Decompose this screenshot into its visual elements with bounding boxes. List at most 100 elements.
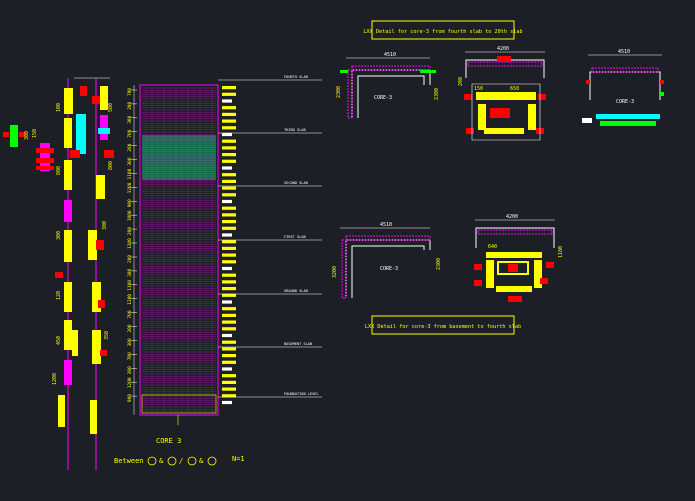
column-tick-label: 700	[127, 88, 133, 96]
dim-label: 450	[56, 336, 62, 345]
level-label: GROUND SLAB	[284, 289, 308, 293]
legend-n: N=1	[232, 455, 245, 463]
column-tick-label: 700	[127, 129, 133, 137]
rebar-marker	[222, 106, 236, 110]
section-bottom-2: 4200 640 1180	[474, 214, 564, 302]
rebar-marker	[222, 126, 236, 130]
column-tick-label: 300	[127, 115, 133, 123]
column-tick-label: 200	[127, 255, 133, 263]
level-label: FIRST SLAB	[284, 235, 306, 239]
rebar-marker	[222, 99, 232, 103]
dim-label: 350	[104, 331, 110, 340]
hatch-lines	[142, 87, 216, 413]
level-label: SECOND SLAB	[284, 181, 308, 185]
dim-label: 300	[102, 221, 108, 230]
rebar-marker	[222, 92, 236, 96]
rebar-marker	[222, 132, 232, 137]
rebar-marker	[222, 394, 236, 398]
section-label: CORE-3	[616, 99, 634, 105]
dim: 2300	[336, 86, 342, 98]
dim-label: 300	[24, 131, 30, 140]
dim: 200	[458, 77, 464, 86]
dim-label: 300	[56, 231, 62, 240]
rebar-marker	[222, 220, 236, 224]
rebar-marker	[222, 186, 236, 190]
level-label: THIRD SLAB	[284, 128, 306, 132]
level-lines: FOURTH SLAB THIRD SLAB SECOND SLAB FIRST SL…	[218, 75, 322, 398]
dim-label: 500	[108, 103, 114, 112]
core-elevation: 700 200 300 700 200 300 1100 1200 900 1000 200 1200…	[127, 75, 322, 425]
level-label: FOURTH SLAB	[284, 75, 308, 79]
dim-label: 120	[56, 291, 62, 300]
column-dim-ticks: 700 200 300 700 200 300 1100 1200 900 1000 200 1200…	[127, 88, 137, 402]
rebar-marker	[222, 287, 236, 291]
rebar-marker	[222, 266, 232, 271]
rebar-marker	[222, 380, 236, 384]
dim: 640	[488, 244, 497, 250]
dim: 650	[510, 86, 519, 92]
dim-label: 100	[56, 103, 62, 112]
rebar-marker	[222, 340, 236, 344]
rebar-marker	[222, 253, 236, 257]
legend-and-2: &	[199, 457, 204, 465]
column-tick-label: 300	[127, 338, 133, 346]
section-label: CORE-3	[380, 266, 398, 272]
rebar-marker	[222, 233, 232, 237]
rebar-marker	[222, 367, 232, 371]
core-caption: CORE 3	[156, 437, 181, 445]
dim-label: 1200	[52, 373, 58, 385]
section-top-3: 4510 CORE-3	[582, 49, 664, 126]
column-tick-label: 1200	[127, 182, 133, 193]
rebar-marker	[222, 273, 236, 277]
rebar-marker	[222, 260, 236, 264]
rebar-marker	[222, 86, 236, 90]
level-label: BASEMENT SLAB	[284, 342, 312, 346]
rebar-marker	[222, 354, 236, 358]
rebar-markers	[222, 86, 236, 405]
left-elevation-group: 300 150	[3, 77, 114, 470]
column-tick-label: 1000	[127, 210, 133, 221]
column-tick-label: 1200	[127, 294, 133, 305]
dim: 4510	[384, 52, 396, 58]
section-label: CORE-3	[374, 95, 392, 101]
dim: 2300	[434, 88, 440, 100]
dim: 1180	[558, 246, 564, 258]
dim: 150	[474, 86, 483, 92]
rebar-marker	[222, 320, 236, 324]
level-label: FOUNDATION LEVEL	[284, 392, 319, 396]
column-tick-label: 200	[127, 324, 133, 332]
rebar-marker	[222, 280, 236, 284]
rebar-marker	[222, 327, 236, 331]
rebar-marker	[222, 226, 236, 230]
column-tick-label: 700	[127, 310, 133, 318]
rebar-marker	[222, 193, 236, 197]
title-bottom: LXX Detail for core-3 from basement to f…	[365, 324, 521, 330]
dim: 4200	[506, 214, 518, 220]
column-tick-label: 200	[127, 366, 133, 374]
title-box-bottom	[371, 315, 515, 335]
rebar-marker	[222, 240, 236, 244]
rebar-marker	[222, 333, 232, 338]
column-tick-label: 1200	[127, 238, 133, 249]
title-top: LXX Detail for core-3 from fourth slab t…	[363, 29, 522, 35]
column-tick-label: 200	[127, 227, 133, 235]
dim: 3200	[332, 266, 338, 278]
column-tick-label: 700	[127, 352, 133, 360]
section-top-1: 4510 CORE-3 2300 2300	[336, 52, 440, 119]
column-tick-label: 900	[127, 199, 133, 207]
column-tick-label: 200	[127, 101, 133, 109]
section-bottom-1: 4510 CORE-3 3200 2300	[332, 222, 442, 299]
rebar-marker	[222, 374, 236, 378]
dim-label: 800	[56, 166, 62, 175]
dim: 2300	[436, 258, 442, 270]
column-tick-label: 1100	[127, 168, 133, 179]
column-tick-label: 900	[127, 394, 133, 402]
legend-between: Between	[114, 457, 144, 465]
rebar-marker	[222, 313, 236, 317]
rebar-marker	[222, 213, 236, 217]
column-tick-label: 300	[127, 268, 133, 276]
rebar-marker	[222, 112, 236, 116]
legend-slash: /	[179, 457, 183, 465]
